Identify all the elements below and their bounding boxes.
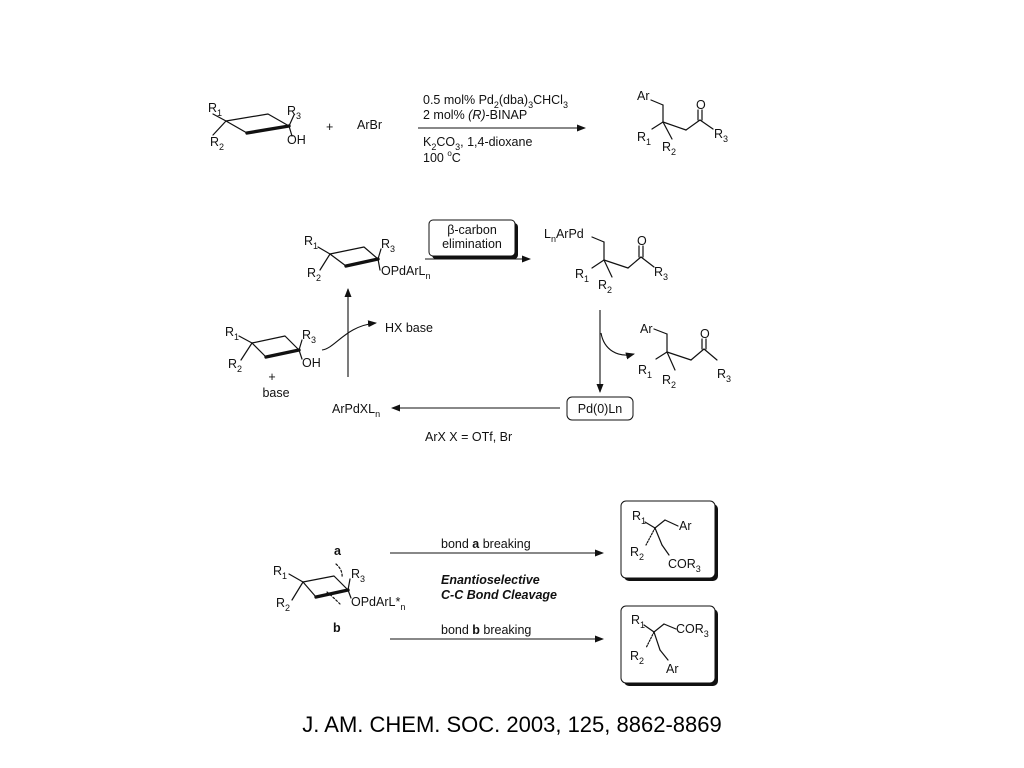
svg-text:OH: OH [302,356,321,370]
conditions-catalyst: 0.5 mol% Pd2(dba)3CHCl3 [423,93,568,110]
svg-text:R1: R1 [638,363,652,380]
bond-b-breaking-label: bond b breaking [441,623,531,637]
svg-text:R2: R2 [662,373,676,390]
bond-a-breaking-label: bond a breaking [441,537,531,551]
svg-text:R2: R2 [662,140,676,157]
arbr-reagent: ArBr [357,118,382,132]
svg-text:elimination: elimination [442,237,502,251]
oh-label: OH [287,133,306,147]
svg-text:R3: R3 [654,265,668,282]
pd-alkoxide-intermediate: R1 R2 R3 OPdArLn [304,234,430,283]
journal-citation: J. AM. CHEM. SOC. 2003, 125, 8862-8869 [302,712,722,737]
svg-text:R2: R2 [598,278,612,295]
svg-text:R1: R1 [304,234,318,251]
svg-text:R3: R3 [717,367,731,384]
r1-label: R1 [208,101,222,118]
bond-a-label: a [334,544,342,558]
svg-text:R2: R2 [276,596,290,613]
plus-sign: + [326,120,333,134]
svg-text:R3: R3 [381,237,395,254]
svg-text:R1: R1 [575,267,589,284]
svg-text:R3: R3 [714,127,728,144]
svg-text:O: O [696,98,706,112]
svg-text:O: O [700,327,710,341]
svg-text:O: O [637,234,647,248]
svg-text:base: base [262,386,289,400]
bond-b-label: b [333,621,341,635]
svg-text:OPdArL*n: OPdArL*n [351,595,405,612]
substrate-cyclobutanol: R1 R2 R3 OH [208,101,306,152]
pd-alkoxide-chiral: R1 R2 R3 OPdArL*n a b [273,544,405,635]
svg-text:+: + [268,370,275,384]
svg-text:COR3: COR3 [668,557,701,574]
product-release-curved-arrow [600,332,635,360]
svg-text:Ar: Ar [679,519,692,533]
hx-base-label: HX base [385,321,433,335]
svg-text:R1: R1 [631,613,645,630]
pd0-catalyst-box: Pd(0)Ln [566,396,634,421]
svg-text:R1: R1 [273,564,287,581]
svg-text:OPdArLn: OPdArLn [381,264,430,281]
substrate-cyclobutanol-cycle: R1 R2 R3 OH + base [225,325,321,400]
r2-label: R2 [210,135,224,152]
svg-text:R2: R2 [228,357,242,374]
conditions-ligand: 2 mol% (R)-BINAP [423,108,527,122]
arx-label: ArX X = OTf, Br [425,430,512,444]
svg-text:R3: R3 [351,567,365,584]
cc-cleavage-title: C-C Bond Cleavage [441,588,557,602]
svg-text:R2: R2 [307,266,321,283]
product-b-box: R1 COR3 R2 Ar [620,605,718,686]
svg-text:R1: R1 [632,509,646,526]
beta-carbon-elimination-box: β-carbon elimination [428,219,518,259]
alkylpalladium-intermediate: LnArPd O R1 R2 R3 [544,227,668,295]
svg-text:Ar: Ar [637,89,650,103]
svg-text:β-carbon: β-carbon [447,223,497,237]
svg-text:Pd(0)Ln: Pd(0)Ln [578,402,623,416]
conditions-temperature: 100 oC [423,149,461,165]
product-a-box: R1 Ar R2 COR3 [620,500,718,581]
svg-text:LnArPd: LnArPd [544,227,584,244]
arpdxl-label: ArPdXLn [332,402,380,419]
svg-text:R1: R1 [225,325,239,342]
svg-text:Ar: Ar [640,322,653,336]
svg-text:R3: R3 [302,328,316,345]
svg-text:Ar: Ar [666,662,679,676]
svg-text:COR3: COR3 [676,622,709,639]
hx-release-curved-arrow [321,320,377,351]
r3-label: R3 [287,104,301,121]
enantioselective-title: Enantioselective [441,573,540,587]
svg-text:R2: R2 [630,649,644,666]
svg-text:R1: R1 [637,130,651,147]
reaction-conditions: 0.5 mol% Pd2(dba)3CHCl3 2 mol% (R)-BINAP… [423,93,568,165]
svg-text:R2: R2 [630,545,644,562]
product-ketone-top: Ar O R1 R2 R3 [637,89,728,157]
conditions-base-solvent: K2CO3, 1,4-dioxane [423,135,532,152]
product-ketone-cycle: Ar O R1 R2 R3 [638,322,731,390]
